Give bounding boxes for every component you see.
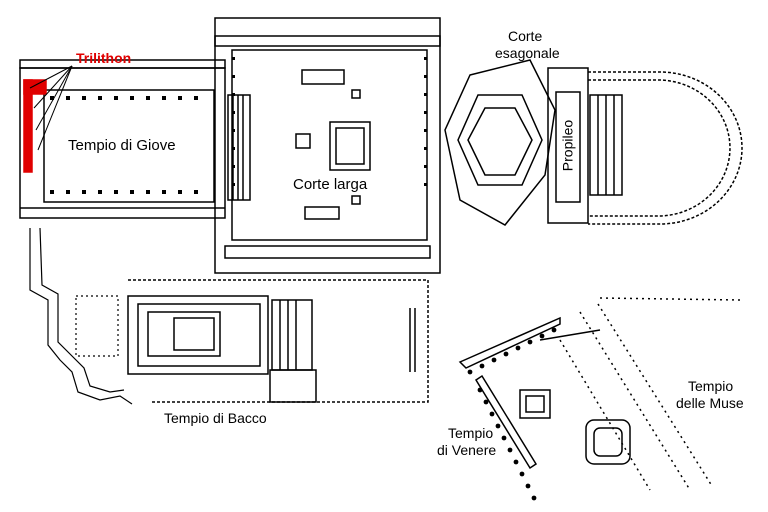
tempio-bacco-plan <box>127 279 429 403</box>
corte-larga-plan <box>214 17 441 274</box>
corte-esagonale-label-2: esagonale <box>495 45 560 61</box>
corte-esagonale-label-1: Corte <box>508 28 543 44</box>
trilithon-wall <box>23 79 47 173</box>
tempio-giove-label: Tempio di Giove <box>68 137 176 154</box>
propileo-plan <box>547 67 743 225</box>
tempio-venere-label-1: Tempio <box>448 425 494 441</box>
tempio-giove-plan <box>19 59 251 219</box>
corte-larga-label: Corte larga <box>293 176 368 193</box>
corte-esagonale-plan <box>444 59 556 226</box>
tempio-muse-label-2: delle Muse <box>676 395 744 411</box>
tempio-venere-dots <box>467 327 557 501</box>
trilithon-pointers <box>29 65 73 151</box>
western-ruins <box>29 227 133 405</box>
colonnade-ticks <box>50 57 427 194</box>
propileo-label: Propileo <box>559 119 576 172</box>
trilithon-label: Trilithon <box>76 50 132 66</box>
tempio-venere-label-2: di Venere <box>437 442 497 458</box>
tempio-venere-plan <box>458 316 631 470</box>
tempio-muse-plan <box>559 297 741 491</box>
tempio-muse-label-1: Tempio <box>688 378 734 394</box>
tempio-bacco-label: Tempio di Bacco <box>164 410 267 426</box>
